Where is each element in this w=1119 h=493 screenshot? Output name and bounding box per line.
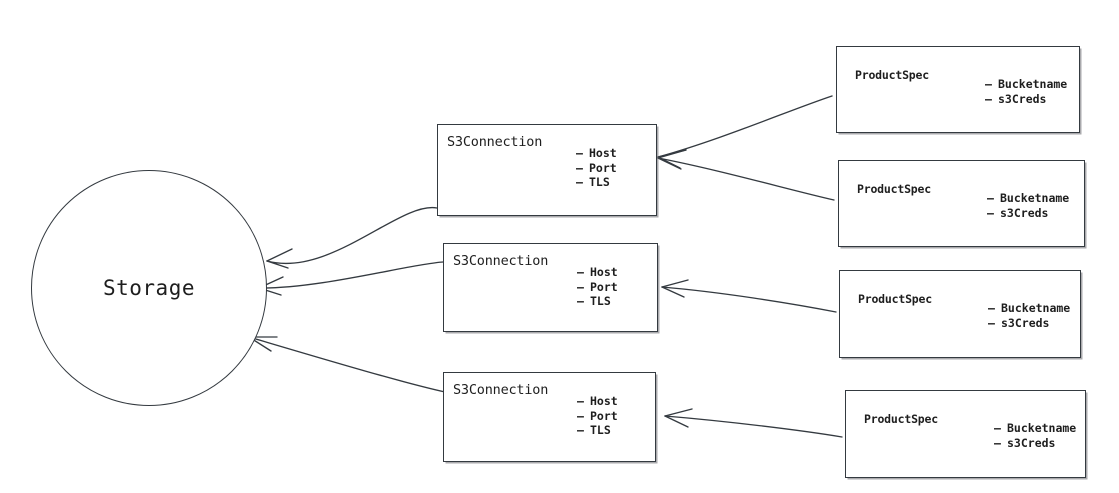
productspec-fields-2: –Bucketname –s3Creds	[987, 191, 1069, 220]
field-label: s3Creds	[1000, 205, 1049, 220]
productspec-title-4: ProductSpec	[864, 412, 938, 426]
s3connection-fields-1: –Host –Port –TLS	[576, 146, 617, 190]
field-bullet-icon: –	[576, 175, 583, 189]
storage-node[interactable]: Storage	[31, 170, 267, 406]
edge-spec3-to-connection2	[661, 279, 837, 313]
edge-spec1-to-connection1	[657, 95, 833, 169]
field-bullet-icon: –	[576, 160, 583, 175]
productspec-title-3: ProductSpec	[858, 292, 932, 306]
field-bullet-icon: –	[994, 435, 1001, 450]
field-label: Host	[590, 394, 618, 408]
productspec-fields-4: –Bucketname –s3Creds	[994, 421, 1076, 450]
field-bullet-icon: –	[576, 146, 583, 160]
s3connection-title-3: S3Connection	[453, 382, 549, 398]
field-label: Port	[589, 160, 617, 175]
field-bullet-icon: –	[985, 91, 992, 106]
productspec-node-4[interactable]: ProductSpec –Bucketname –s3Creds	[845, 390, 1086, 478]
field-row: –Bucketname	[987, 191, 1069, 206]
s3connection-node-2[interactable]: S3Connection –Host –Port –TLS	[443, 243, 658, 332]
productspec-node-2[interactable]: ProductSpec –Bucketname –s3Creds	[838, 160, 1085, 247]
edge-spec2-to-connection1	[657, 149, 835, 201]
s3connection-fields-2: –Host –Port –TLS	[577, 265, 618, 309]
field-bullet-icon: –	[577, 394, 584, 408]
productspec-title-1: ProductSpec	[855, 68, 929, 82]
field-row: –TLS	[577, 294, 618, 309]
field-bullet-icon: –	[577, 294, 584, 308]
field-label: Port	[590, 279, 618, 294]
field-row: –Port	[576, 161, 617, 176]
field-row: –Host	[576, 146, 617, 161]
field-row: –Bucketname	[988, 301, 1070, 316]
field-row: –Port	[577, 409, 618, 424]
field-row: –Bucketname	[994, 421, 1076, 436]
field-row: –Host	[577, 394, 618, 409]
edge-connection2-to-storage	[258, 261, 444, 296]
field-row: –Port	[577, 280, 618, 295]
productspec-fields-1: –Bucketname –s3Creds	[985, 77, 1067, 106]
field-row: –s3Creds	[985, 92, 1067, 107]
s3connection-title-2: S3Connection	[453, 253, 549, 269]
field-label: s3Creds	[1007, 435, 1056, 450]
field-row: –Host	[577, 265, 618, 280]
field-bullet-icon: –	[988, 315, 995, 330]
field-bullet-icon: –	[985, 77, 992, 91]
field-label: Bucketname	[1001, 301, 1071, 315]
field-row: –s3Creds	[987, 206, 1069, 221]
s3connection-node-1[interactable]: S3Connection –Host –Port –TLS	[437, 124, 657, 216]
productspec-fields-3: –Bucketname –s3Creds	[988, 301, 1070, 330]
productspec-node-1[interactable]: ProductSpec –Bucketname –s3Creds	[836, 46, 1080, 133]
s3connection-node-3[interactable]: S3Connection –Host –Port –TLS	[443, 372, 656, 462]
s3connection-fields-3: –Host –Port –TLS	[577, 394, 618, 438]
field-label: Bucketname	[1007, 421, 1077, 435]
s3connection-title-1: S3Connection	[447, 134, 543, 150]
field-label: Port	[590, 408, 618, 423]
field-bullet-icon: –	[577, 408, 584, 423]
productspec-title-2: ProductSpec	[857, 182, 931, 196]
edge-connection3-to-storage	[248, 336, 446, 393]
edge-connection1-to-storage	[266, 206, 438, 269]
field-label: Host	[590, 265, 618, 279]
field-label: s3Creds	[1001, 315, 1050, 330]
field-label: s3Creds	[998, 91, 1047, 106]
field-label: TLS	[589, 175, 610, 189]
field-bullet-icon: –	[577, 423, 584, 437]
productspec-node-3[interactable]: ProductSpec –Bucketname –s3Creds	[839, 270, 1081, 358]
field-bullet-icon: –	[987, 205, 994, 220]
field-label: Host	[589, 146, 617, 160]
field-label: Bucketname	[1000, 191, 1070, 205]
field-label: TLS	[590, 294, 611, 308]
field-bullet-icon: –	[994, 421, 1001, 435]
field-bullet-icon: –	[577, 265, 584, 279]
field-bullet-icon: –	[987, 191, 994, 205]
field-label: TLS	[590, 423, 611, 437]
field-row: –Bucketname	[985, 77, 1067, 92]
field-row: –TLS	[576, 175, 617, 190]
field-row: –s3Creds	[988, 316, 1070, 331]
field-bullet-icon: –	[988, 301, 995, 315]
edge-spec4-to-connection3	[664, 408, 843, 438]
storage-label: Storage	[102, 276, 195, 300]
field-row: –TLS	[577, 423, 618, 438]
field-row: –s3Creds	[994, 436, 1076, 451]
field-label: Bucketname	[998, 77, 1068, 91]
field-bullet-icon: –	[577, 279, 584, 294]
